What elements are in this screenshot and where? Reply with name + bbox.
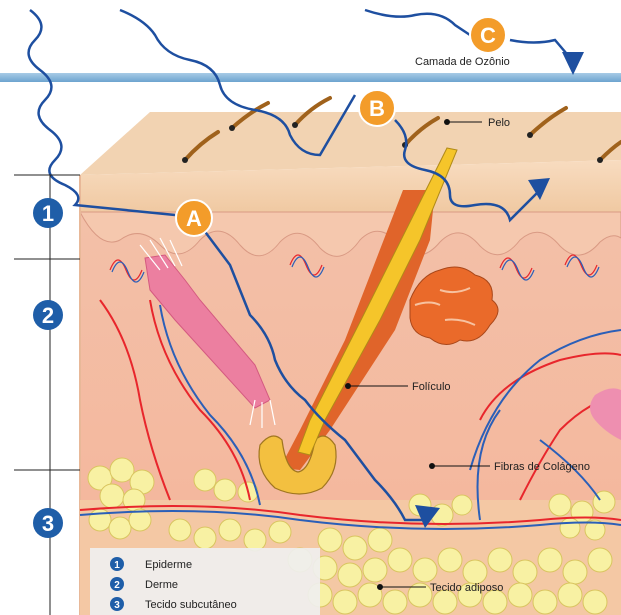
badge-c: C (470, 17, 506, 53)
badge-b: B (359, 90, 395, 126)
ozone-layer (0, 73, 621, 82)
adipose-label: Tecido adiposo (430, 582, 503, 594)
svg-text:C: C (480, 23, 496, 48)
uv-ray-c (365, 10, 572, 60)
svg-text:3: 3 (114, 600, 120, 611)
hair-label: Pelo (488, 117, 510, 129)
svg-text:Tecido subcutâneo: Tecido subcutâneo (145, 599, 237, 611)
svg-text:B: B (369, 96, 385, 121)
layer-marker-2: 2 (33, 300, 63, 330)
follicle-label: Folículo (412, 381, 451, 393)
svg-text:1: 1 (114, 560, 120, 571)
svg-text:Epiderme: Epiderme (145, 559, 192, 571)
layer-marker-1: 1 (33, 198, 63, 228)
svg-text:Derme: Derme (145, 579, 178, 591)
layer-ruler (14, 175, 80, 615)
uv-ray-c-arrow (562, 52, 584, 75)
svg-text:2: 2 (42, 303, 54, 328)
layer-marker-3: 3 (33, 508, 63, 538)
svg-text:1: 1 (42, 201, 54, 226)
ozone-label: Camada de Ozônio (415, 56, 510, 68)
collagen-label: Fibras de Colágeno (494, 461, 590, 473)
svg-text:3: 3 (42, 511, 54, 536)
badge-a: A (176, 200, 212, 236)
legend-box: 1 Epiderme 2 Derme 3 Tecido subcutâneo (90, 548, 320, 615)
svg-text:2: 2 (114, 580, 120, 591)
svg-text:A: A (186, 206, 202, 231)
